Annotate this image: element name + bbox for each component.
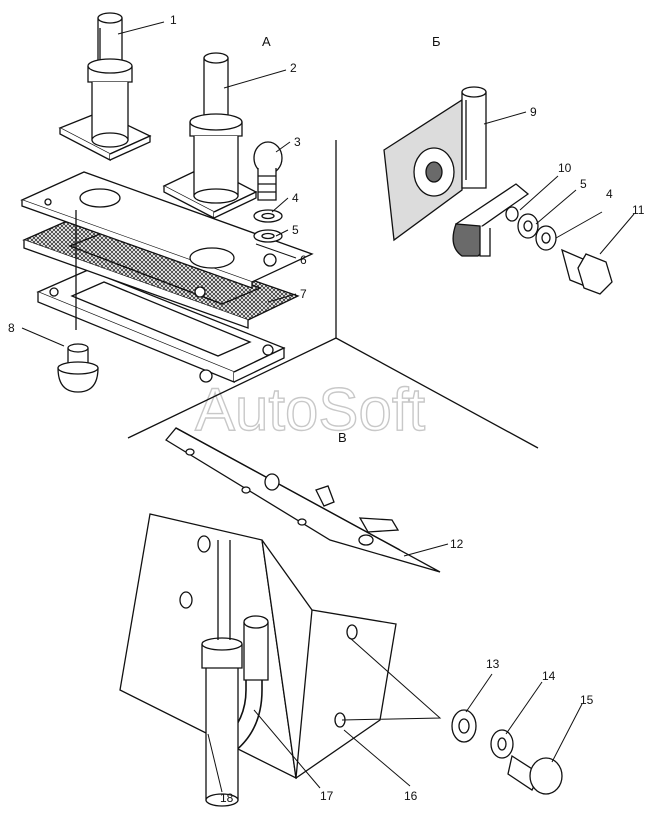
callout-10: 10 bbox=[558, 161, 572, 175]
screw-part-8 bbox=[57, 343, 99, 393]
view-v-assembly bbox=[119, 427, 563, 807]
washer-13 bbox=[451, 709, 477, 743]
view-b-assembly bbox=[383, 86, 613, 295]
callout-numbers: 1 2 3 4 5 6 7 8 9 10 5 4 11 12 13 14 15 … bbox=[8, 13, 645, 805]
callout-2: 2 bbox=[290, 61, 297, 75]
lock-washer-4a bbox=[253, 209, 283, 223]
callout-15: 15 bbox=[580, 693, 594, 707]
section-label-v: В bbox=[338, 430, 347, 445]
callout-4: 4 bbox=[292, 191, 299, 205]
leader-lines bbox=[21, 21, 635, 793]
callout-5b: 5 bbox=[580, 177, 587, 191]
bolt-part-3 bbox=[253, 141, 283, 201]
callout-18: 18 bbox=[220, 791, 234, 805]
switch-part-2 bbox=[162, 52, 258, 220]
watermark-text: AutoSoft bbox=[195, 376, 425, 443]
section-label-b: Б bbox=[432, 34, 441, 49]
callout-3: 3 bbox=[294, 135, 301, 149]
callout-14: 14 bbox=[542, 669, 556, 683]
callout-5: 5 bbox=[292, 223, 299, 237]
washer-5b bbox=[517, 213, 539, 239]
callout-11: 11 bbox=[632, 203, 645, 217]
callout-13: 13 bbox=[486, 657, 500, 671]
callout-6: 6 bbox=[300, 253, 307, 267]
callout-1: 1 bbox=[170, 13, 177, 27]
callout-9: 9 bbox=[530, 105, 537, 119]
callout-8: 8 bbox=[8, 321, 15, 335]
view-a-assembly bbox=[20, 171, 314, 383]
section-label-a: А bbox=[262, 34, 271, 49]
callout-7: 7 bbox=[300, 287, 307, 301]
callout-4b: 4 bbox=[606, 187, 613, 201]
washer-5a bbox=[253, 229, 283, 243]
callout-17: 17 bbox=[320, 789, 334, 803]
lock-washer-4b bbox=[535, 225, 557, 251]
switch-part-1 bbox=[58, 12, 152, 162]
lock-washer-14 bbox=[490, 729, 514, 759]
view-divider-lines bbox=[127, 140, 539, 449]
callout-16: 16 bbox=[404, 789, 418, 803]
callout-12: 12 bbox=[450, 537, 464, 551]
